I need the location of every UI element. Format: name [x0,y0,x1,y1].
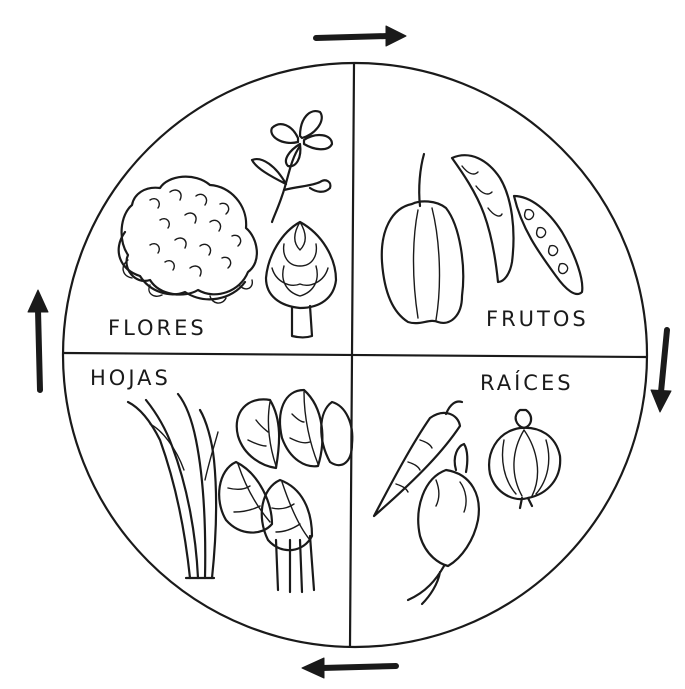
pea-pod-icon [452,155,582,294]
leek-icon [128,394,218,578]
arrow-bottom-icon [302,658,396,678]
arrow-top-icon [316,26,406,46]
artichoke-icon [266,222,336,338]
chard-icon [219,390,352,592]
quadrant-raices: RAÍCES [374,370,574,604]
quadrant-flores: FLORES [108,111,336,340]
quadrant-label-raices: RAÍCES [480,370,574,395]
quadrant-label-flores: FLORES [108,316,207,340]
arrow-left-icon [28,290,48,390]
arrow-right-icon [651,330,671,412]
quadrant-frutos: FRUTOS [382,154,589,331]
cauliflower-icon [119,177,257,303]
carrot-icon [374,402,462,517]
pepper-icon [382,154,463,323]
quadrant-label-hojas: HOJAS [90,366,171,390]
flower-icon [252,111,332,222]
quadrant-hojas: HOJAS [90,366,352,592]
horizontal-divider [64,353,646,357]
quadrant-label-frutos: FRUTOS [486,307,589,331]
onion-icon [489,410,560,508]
